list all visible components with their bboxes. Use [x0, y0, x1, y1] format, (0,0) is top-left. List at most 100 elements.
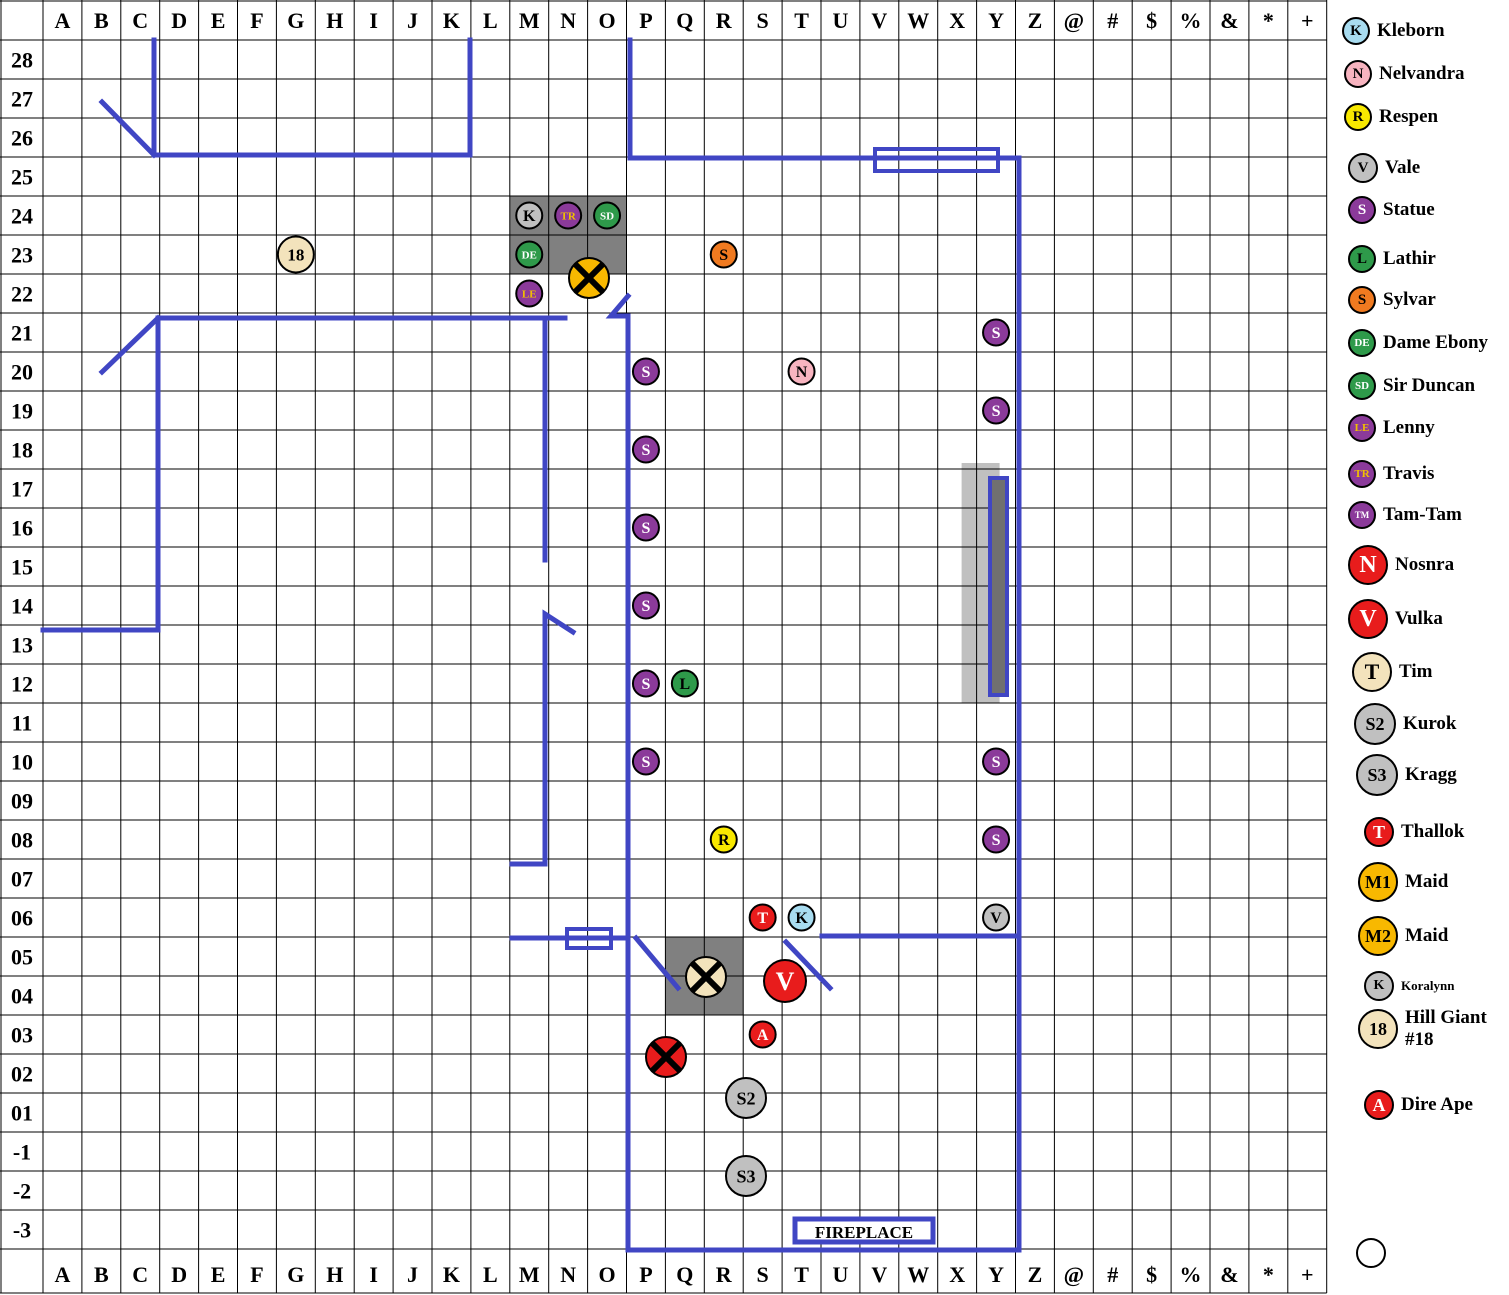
token-maid-defeated[interactable] — [568, 257, 610, 299]
token-sd[interactable]: SD — [593, 201, 622, 230]
legend-token-icon: LE — [1348, 414, 1376, 442]
wall-column — [988, 476, 1009, 697]
column-label-top: L — [483, 8, 498, 33]
token-s[interactable]: S — [631, 591, 660, 620]
token-tr[interactable]: TR — [554, 201, 583, 230]
column-label-bottom: B — [94, 1262, 109, 1287]
battle-map[interactable]: AABBCCDDEEFFGGHHIIJJKKLLMMNNOOPPQQRRSSTT… — [0, 0, 1340, 1295]
column-label-bottom: C — [132, 1262, 148, 1287]
legend-token-icon: T — [1364, 817, 1394, 847]
token-s[interactable]: S — [631, 513, 660, 542]
token-kragg[interactable]: S3 — [725, 1155, 767, 1197]
row-label: -1 — [13, 1140, 31, 1165]
token-de[interactable]: DE — [515, 240, 544, 269]
column-label-top: H — [326, 8, 343, 33]
column-label-bottom: T — [794, 1262, 809, 1287]
token-s[interactable]: S — [982, 825, 1011, 854]
svg-text:TR: TR — [561, 210, 577, 222]
token-s[interactable]: S — [631, 357, 660, 386]
column-label-top: E — [211, 8, 226, 33]
row-label: 07 — [11, 867, 33, 892]
token-k[interactable]: K — [787, 903, 816, 932]
token-r[interactable]: R — [709, 825, 738, 854]
legend-label: Kurok — [1403, 713, 1457, 734]
column-label-top: O — [598, 8, 615, 33]
legend-token-icon: S2 — [1354, 703, 1396, 745]
legend-label: Koralynn — [1401, 978, 1455, 993]
column-label-top: I — [369, 8, 378, 33]
column-label-bottom: F — [250, 1262, 263, 1287]
column-label-bottom: Q — [676, 1262, 693, 1287]
door-north[interactable] — [873, 147, 1000, 173]
legend-token-icon: TM — [1348, 501, 1376, 529]
token-l[interactable]: L — [670, 669, 699, 698]
token-kurok[interactable]: S2 — [725, 1077, 767, 1119]
row-label: 27 — [11, 87, 33, 112]
column-label-top: C — [132, 8, 148, 33]
column-label-bottom: J — [407, 1262, 418, 1287]
column-label-bottom: X — [949, 1262, 965, 1287]
token-v[interactable]: V — [982, 903, 1011, 932]
row-label: 13 — [11, 633, 33, 658]
token-defeated[interactable] — [645, 1036, 687, 1078]
column-label-bottom: Y — [988, 1262, 1004, 1287]
token-s[interactable]: S — [631, 669, 660, 698]
legend-token-icon: SD — [1348, 372, 1376, 400]
svg-text:S: S — [992, 754, 1001, 771]
legend-label: Kragg — [1405, 764, 1457, 785]
fireplace-label: FIREPLACE — [815, 1223, 913, 1242]
column-label-top: J — [407, 8, 418, 33]
column-label-top: P — [639, 8, 652, 33]
column-label-top: A — [55, 8, 71, 33]
token-tim-defeated[interactable] — [685, 956, 727, 998]
token-18[interactable]: 18 — [276, 235, 315, 274]
column-label-bottom: L — [483, 1262, 498, 1287]
row-label: 20 — [11, 360, 33, 385]
token-s[interactable]: S — [631, 435, 660, 464]
legend-label: Sylvar — [1383, 289, 1436, 310]
token-t[interactable]: T — [748, 903, 777, 932]
legend-label: Maid — [1405, 871, 1449, 892]
column-label-top: W — [907, 8, 929, 33]
token-le[interactable]: LE — [515, 279, 544, 308]
column-label-top: R — [716, 8, 733, 33]
svg-text:S: S — [641, 676, 650, 693]
column-label-top: + — [1301, 8, 1314, 33]
column-label-top: Y — [988, 8, 1004, 33]
token-s[interactable]: S — [631, 747, 660, 776]
svg-text:18: 18 — [287, 245, 304, 264]
row-label: 19 — [11, 399, 33, 424]
svg-text:K: K — [523, 208, 536, 225]
token-vulka[interactable]: V — [763, 959, 807, 1003]
token-s[interactable]: S — [982, 396, 1011, 425]
row-label: 22 — [11, 282, 33, 307]
token-a[interactable]: A — [748, 1020, 777, 1049]
token-s[interactable]: S — [982, 318, 1011, 347]
token-n[interactable]: N — [787, 357, 816, 386]
row-label: 24 — [11, 204, 33, 229]
column-label-top: * — [1263, 8, 1274, 33]
column-label-bottom: $ — [1146, 1262, 1157, 1287]
row-label: 28 — [11, 48, 33, 73]
column-label-top: V — [871, 8, 887, 33]
svg-text:S: S — [992, 832, 1001, 849]
legend-token-icon: L — [1348, 245, 1376, 273]
column-label-top: S — [757, 8, 769, 33]
legend-token-icon: A — [1364, 1090, 1394, 1120]
column-label-bottom: S — [757, 1262, 769, 1287]
token-s[interactable]: S — [709, 240, 738, 269]
token-s[interactable]: S — [982, 747, 1011, 776]
door-west[interactable] — [565, 927, 613, 950]
token-k[interactable]: K — [515, 201, 544, 230]
legend-label: Dire Ape — [1401, 1094, 1473, 1115]
